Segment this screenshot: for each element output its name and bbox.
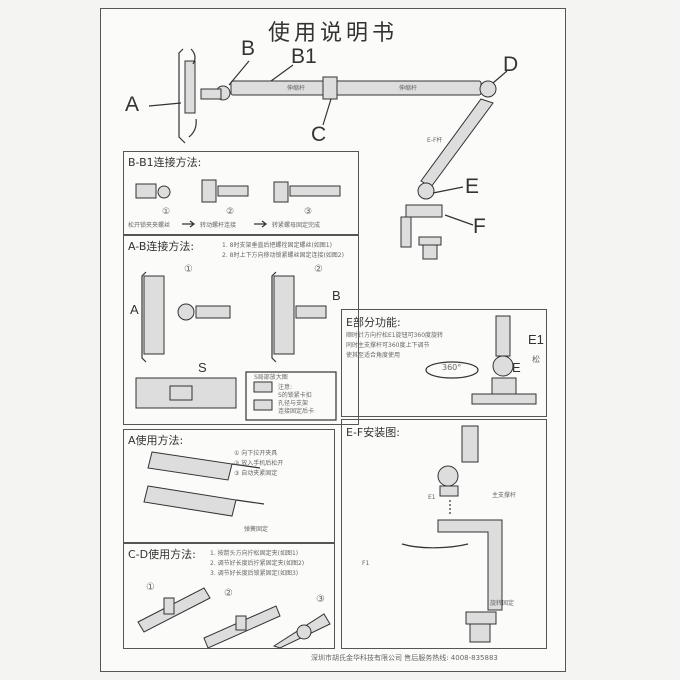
section-bb1-heading: B-B1连接方法: xyxy=(128,156,202,169)
ab-detail-note-2: 孔径与支架 xyxy=(278,400,309,407)
ab-note-1: 1. 8时支架垂直后把螺栓固定螺丝(如图1) xyxy=(222,242,332,249)
section-a-use-heading: A使用方法: xyxy=(128,434,184,447)
part-label-e: E xyxy=(465,175,480,198)
ab-detail-title: S局部放大图 xyxy=(254,374,288,381)
a-use-caption: 弹簧固定 xyxy=(244,526,269,533)
section-e-heading: E部分功能: xyxy=(346,316,401,329)
ef-note-1: 主支撑杆 xyxy=(492,492,517,499)
section-ab-heading: A-B连接方法: xyxy=(128,240,195,253)
part-label-b: B xyxy=(241,37,256,60)
cd-step-1: ① xyxy=(146,582,155,593)
e-part-e: E xyxy=(512,360,521,375)
e-handle-label: 松 xyxy=(532,355,540,364)
bb1-caption-1: 松开锁夹夹螺丝 xyxy=(128,222,171,229)
section-cd-heading: C-D使用方法: xyxy=(128,548,196,561)
footer-company-hotline: 深圳市胡氏金华科技有限公司 售后服务热线: 4008-835883 xyxy=(311,654,498,662)
bb1-caption-3: 转紧螺母固定完成 xyxy=(272,222,321,229)
main-assembly-drawing xyxy=(148,48,508,260)
ab-note-2: 2. 8时上下方向移动锁紧螺丝固定连接(如图2) xyxy=(222,252,344,259)
cd-note-2: 2. 调节好长度后拧紧固定夹(如图2) xyxy=(210,560,305,567)
arm-label-1: 伸缩杆 xyxy=(287,85,306,92)
ab-detail-note-3: 连接固定后卡 xyxy=(278,408,315,415)
e-note-1: 顺时针方向拧松E1旋钮可360度旋转 xyxy=(346,332,444,339)
ef-install-drawing xyxy=(401,425,503,643)
cd-step-3: ③ xyxy=(316,594,325,605)
e-note-2: 同时主支撑杆可360度上下调节 xyxy=(346,342,430,349)
ab-part-b: B xyxy=(332,288,341,303)
ab-drawing xyxy=(135,271,337,421)
cd-step-2: ② xyxy=(224,588,233,599)
section-e: E部分功能: 顺时针方向拧松E1旋钮可360度旋转 同时主支撑杆可360度上下调… xyxy=(341,309,547,417)
cd-note-3: 3. 调节好长度后锁紧固定(如图3) xyxy=(210,570,299,577)
section-ab: A-B连接方法: 1. 8时支架垂直后把螺栓固定螺丝(如图1) 2. 8时上下方… xyxy=(123,235,359,425)
section-ef: E-F安装图: 主支撑杆 E1 旋转固定 F1 xyxy=(341,419,547,649)
section-bb1: B-B1连接方法: ① ② ③ 松开锁夹夹螺丝 转动螺杆连接 转紧螺母固定完成 xyxy=(123,151,359,235)
e-joint-drawing xyxy=(425,315,537,405)
ef-note-3: 旋转固定 xyxy=(490,600,515,607)
section-cd: C-D使用方法: 1. 按箭头方向拧松固定夹(如图1) 2. 调节好长度后拧紧固… xyxy=(123,543,335,649)
bb1-caption-2: 转动螺杆连接 xyxy=(200,222,237,229)
a-use-note-3: ③ 自动夹紧固定 xyxy=(234,470,278,477)
bb1-step-3: ③ xyxy=(304,207,313,217)
a-use-drawing xyxy=(143,451,265,517)
part-label-f: F xyxy=(473,215,486,238)
instruction-sheet: 使用说明书 A B B1 C D E F 伸缩 xyxy=(100,8,566,672)
cd-drawing xyxy=(137,587,331,649)
ab-step-2: ② xyxy=(314,264,323,275)
e-part-e1: E1 xyxy=(528,332,544,347)
ab-part-a: A xyxy=(130,302,139,317)
ef-note-2: E1 xyxy=(428,494,436,501)
section-ef-heading: E-F安装图: xyxy=(346,426,400,439)
bb1-step-2: ② xyxy=(226,207,235,217)
cd-note-1: 1. 按箭头方向拧松固定夹(如图1) xyxy=(210,550,299,557)
bb1-step-1: ① xyxy=(162,207,171,217)
ab-detail-note-0: 注意: xyxy=(278,384,293,391)
ab-detail-note-1: S的锁紧卡扣 xyxy=(278,392,312,399)
arm-label-3: E-F杆 xyxy=(427,137,443,144)
a-use-note-2: ② 放入手机后松开 xyxy=(234,460,284,467)
arm-label-2: 伸缩杆 xyxy=(399,85,418,92)
ab-part-s: S xyxy=(198,360,207,375)
e-angle-label: 360° xyxy=(442,363,462,372)
bb1-steps-drawing xyxy=(135,179,341,228)
part-label-c: C xyxy=(311,123,327,146)
part-label-b1: B1 xyxy=(291,45,317,68)
part-label-a: A xyxy=(125,93,140,116)
part-label-d: D xyxy=(503,53,519,76)
a-use-note-1: ① 向下拉开夹具 xyxy=(234,450,278,457)
ef-note-4: F1 xyxy=(362,560,370,567)
e-note-3: 使其至适合角度使用 xyxy=(346,352,401,359)
section-a-use: A使用方法: ① 向下拉开夹具 ② 放入手机后松开 ③ 自动夹紧固定 弹簧固定 xyxy=(123,429,335,543)
ab-step-1: ① xyxy=(184,264,193,275)
page-title: 使用说明书 xyxy=(267,21,398,46)
